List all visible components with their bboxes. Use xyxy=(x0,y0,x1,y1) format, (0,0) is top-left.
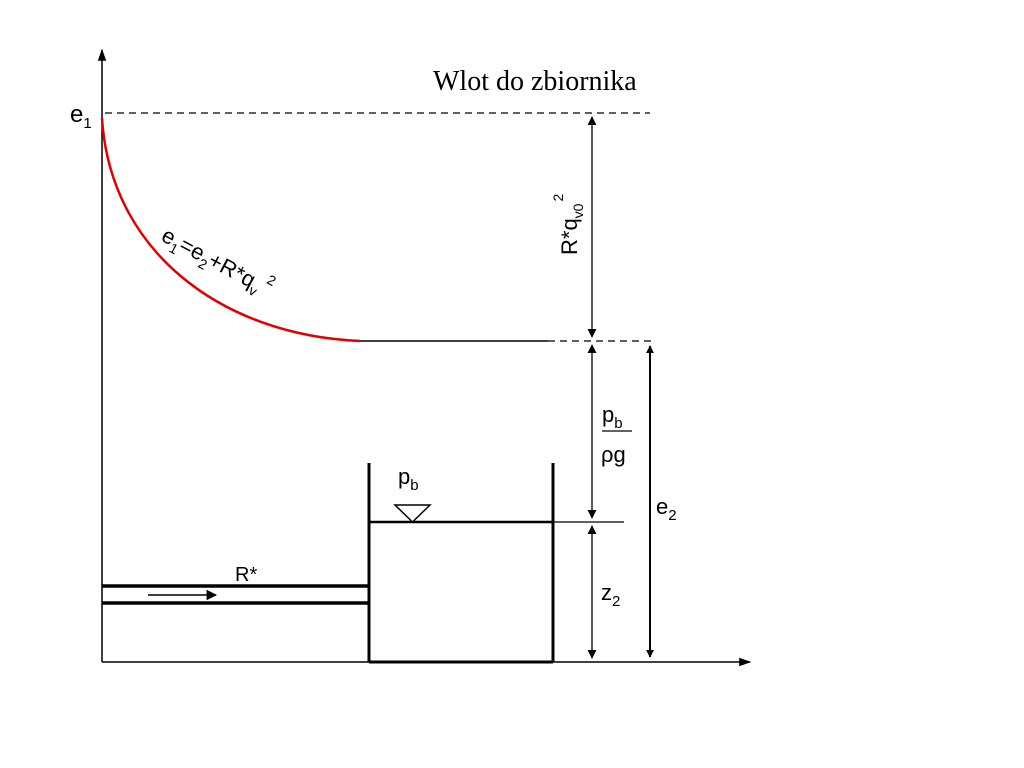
inlet-pipe xyxy=(102,584,369,605)
free-surface-symbol xyxy=(393,504,432,524)
e1-label: e1 xyxy=(70,101,92,132)
characteristic-curve xyxy=(100,117,361,343)
pipe-resistance-label: R* xyxy=(235,564,257,586)
tank xyxy=(367,463,555,664)
diagram-title: Wlot do zbiornika xyxy=(433,66,637,97)
pressure-head-numerator: pb xyxy=(602,402,623,432)
z2-label: z2 xyxy=(601,580,620,610)
curve-equation: e1=e2+R*qv2 xyxy=(156,218,279,305)
pressure-head-denominator: ρg xyxy=(601,442,626,467)
e2-label: e2 xyxy=(656,494,677,524)
svg-text:R*qv02: R*qv02 xyxy=(550,194,586,255)
tank-pressure-label: pb xyxy=(398,464,419,494)
svg-text:e1=e2+R*qv2: e1=e2+R*qv2 xyxy=(156,218,279,305)
resistance-head-label: R*qv02 xyxy=(550,194,586,255)
